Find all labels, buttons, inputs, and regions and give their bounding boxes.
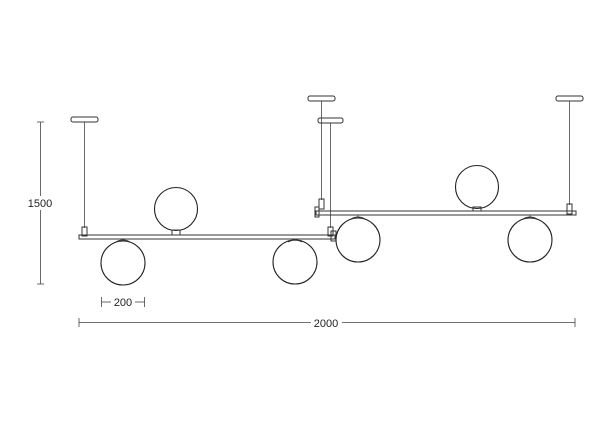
left-globe-lower-2 xyxy=(272,239,318,285)
right-bar-end-cap-left xyxy=(314,206,320,218)
height-label-bg xyxy=(26,196,56,210)
width-dimension: 2000 xyxy=(78,318,576,330)
globe-dimension-label: 200 xyxy=(114,297,132,309)
height-dimension: 1500 xyxy=(26,121,56,285)
left-globe-upper-socket xyxy=(171,229,181,236)
middle-canopy-top xyxy=(307,95,336,102)
width-dimension-label: 2000 xyxy=(314,318,338,330)
left-globe-upper xyxy=(153,186,199,232)
left-canopy xyxy=(70,116,99,123)
height-dimension-label: 1500 xyxy=(28,198,52,210)
right-wire-clamp xyxy=(566,203,573,215)
left-globe-lower-1 xyxy=(100,240,146,286)
right-canopy xyxy=(555,95,584,102)
right-globe-upper-socket xyxy=(472,206,482,212)
right-fixture xyxy=(314,95,584,263)
right-globe-upper xyxy=(454,164,500,210)
left-fixture xyxy=(70,116,337,286)
right-bar xyxy=(315,210,577,216)
right-globe-lower-2 xyxy=(507,217,553,263)
middle-wire-clamp-2 xyxy=(327,226,334,237)
left-bar xyxy=(78,234,336,240)
globe-dimension: 200 xyxy=(101,297,145,309)
middle-wire-clamp-1 xyxy=(318,198,325,210)
right-globe-lower-1 xyxy=(335,217,381,263)
left-wire-clamp xyxy=(81,226,88,237)
